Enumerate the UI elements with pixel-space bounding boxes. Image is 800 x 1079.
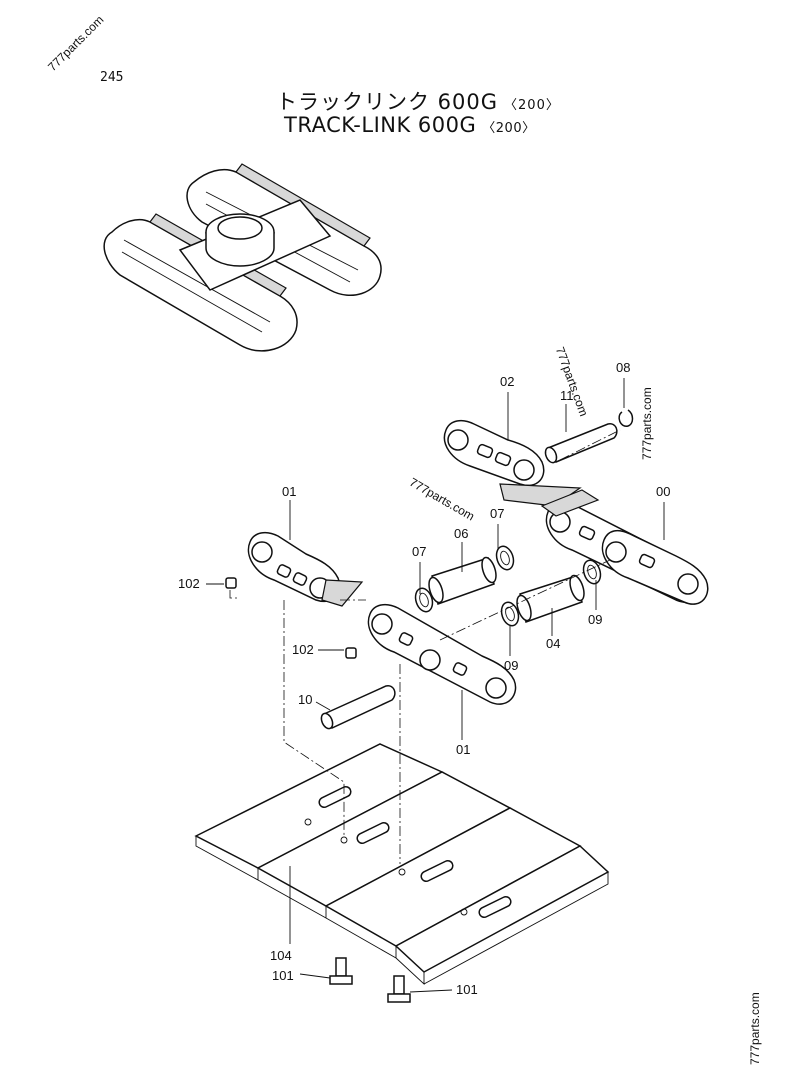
track-link-00 (540, 489, 709, 605)
callout-labels: 01 102 102 10 01 07 06 07 02 11 08 00 09… (178, 360, 670, 997)
page-number: 245 (100, 70, 124, 85)
callout-07: 07 (490, 506, 504, 521)
callout-02: 02 (500, 374, 514, 389)
title-jp-text: トラックリンク 600G (276, 90, 499, 114)
track-bolt-101-right (387, 975, 411, 1003)
callout-102: 102 (292, 642, 314, 657)
callout-01: 01 (282, 484, 296, 499)
callout-08: 08 (616, 360, 630, 375)
bushing-04 (516, 574, 585, 623)
callout-09: 09 (588, 612, 602, 627)
track-link-01-center (367, 603, 517, 705)
callout-00: 00 (656, 484, 670, 499)
callout-01: 01 (456, 742, 470, 757)
leader-lines (206, 378, 665, 993)
track-nut-102-lower (345, 647, 357, 659)
title-en-suffix: 〈200〉 (482, 121, 536, 136)
track-pin-10 (320, 685, 396, 730)
title-english: TRACK-LINK 600G 〈200〉 (284, 113, 536, 137)
title-en-text: TRACK-LINK 600G (284, 113, 477, 137)
track-nut-102-upper (225, 577, 237, 589)
bushing-06 (428, 556, 497, 605)
callout-10: 10 (298, 692, 312, 707)
callout-101: 101 (272, 968, 294, 983)
callout-07: 07 (412, 544, 426, 559)
callout-04: 04 (546, 636, 560, 651)
link-hatch-pattern (321, 579, 364, 607)
track-shoe-104 (194, 743, 610, 986)
callout-11: 11 (560, 388, 574, 403)
callout-104: 104 (270, 948, 292, 963)
assembly-center-lines (229, 429, 621, 864)
title-japanese: トラックリンク 600G 〈200〉 (276, 86, 560, 116)
title-jp-suffix: 〈200〉 (504, 98, 560, 113)
callout-09: 09 (504, 658, 518, 673)
undercarriage-overview (103, 163, 382, 352)
seal-07-upper (495, 545, 515, 571)
track-link-02 (443, 419, 582, 507)
seal-09-left (500, 601, 520, 627)
callout-06: 06 (454, 526, 468, 541)
circlip-08 (618, 409, 634, 427)
callout-102: 102 (178, 576, 200, 591)
track-pin-11 (544, 423, 618, 464)
callout-101: 101 (456, 982, 478, 997)
track-bolt-101-left (329, 957, 353, 985)
